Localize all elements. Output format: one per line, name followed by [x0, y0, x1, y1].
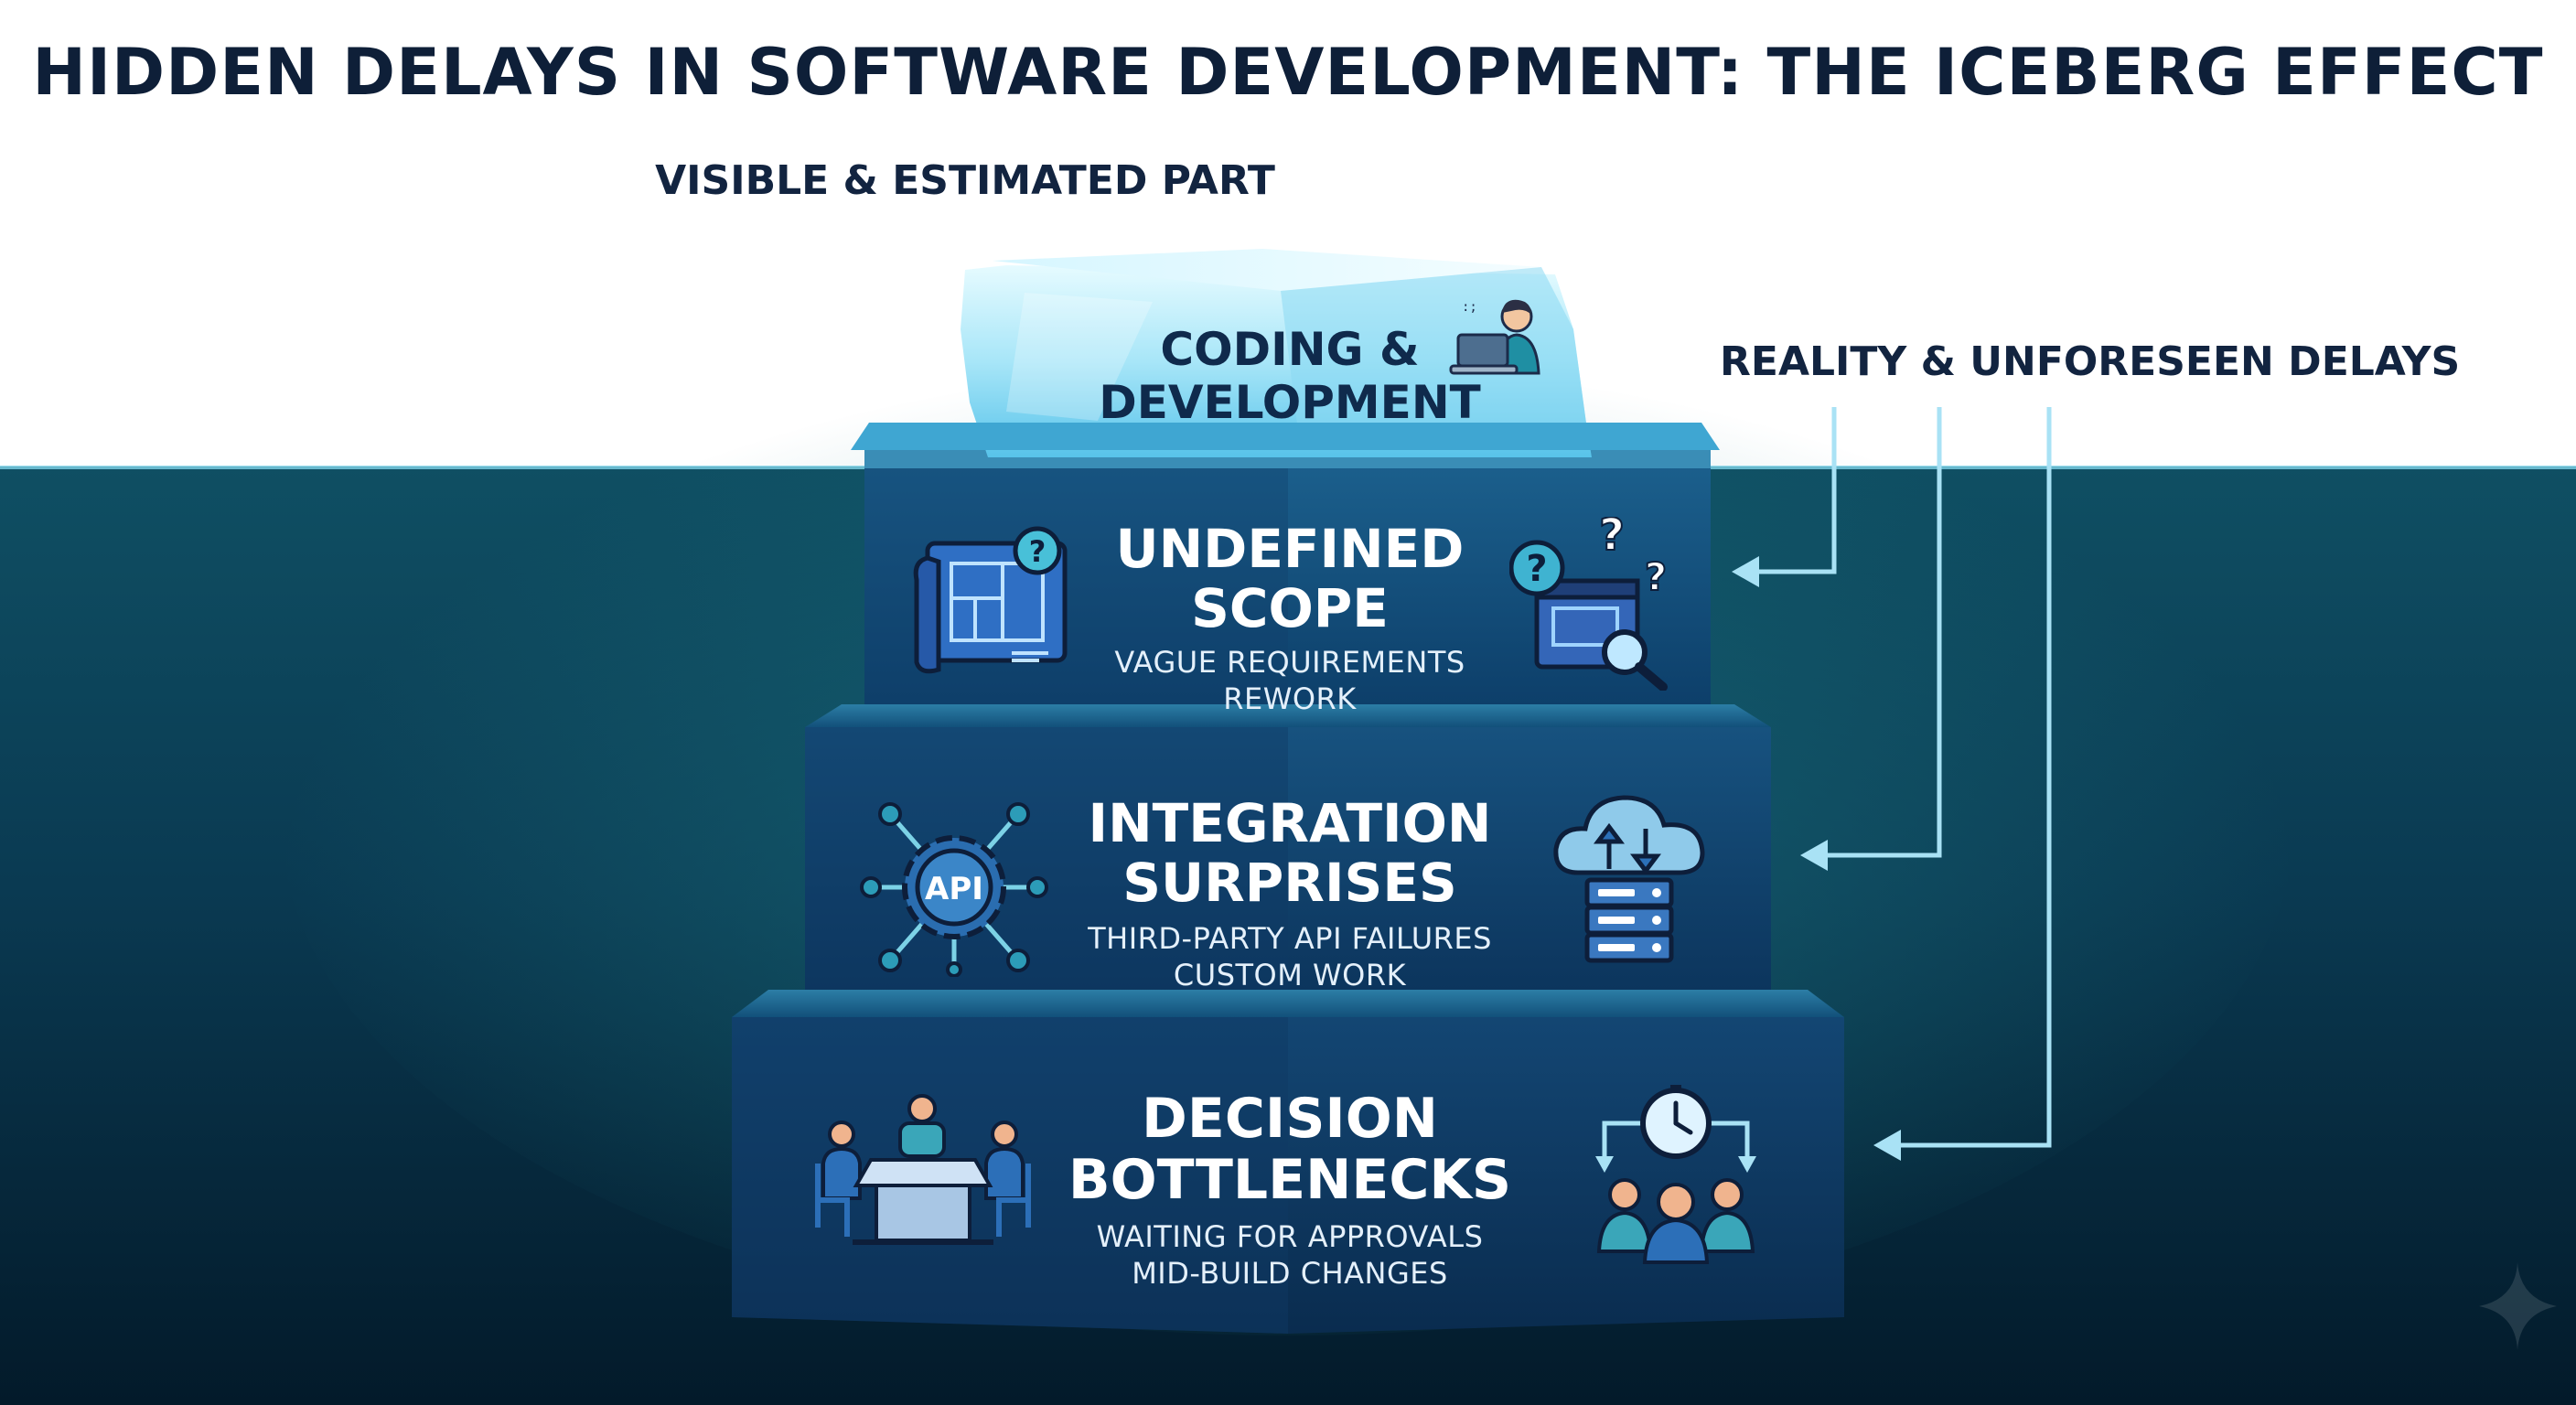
scope-title-line2: SCOPE — [1191, 576, 1389, 639]
blueprint-question-icon: ? — [913, 526, 1068, 674]
reality-label: REALITY & UNFORESEEN DELAYS — [1720, 338, 2461, 385]
decision-text: DECISION BOTTLENECKS WAITING FOR APPROVA… — [1006, 1087, 1573, 1292]
scope-sub-line2: REWORK — [1223, 681, 1357, 716]
scope-title-line1: UNDEFINED — [1115, 518, 1465, 580]
watermark-star — [2479, 1262, 2557, 1350]
tip-title: CODING & DEVELOPMENT — [1034, 323, 1546, 429]
cloud-server-icon — [1553, 795, 1705, 963]
connector-decision — [1889, 407, 2052, 1148]
connector-arrowheads — [1732, 556, 1901, 1161]
decision-sub-line2: MID-BUILD CHANGES — [1132, 1256, 1448, 1292]
clock-team-icon — [1595, 1085, 1756, 1264]
svg-text:?: ? — [1029, 534, 1046, 569]
decision-sub-line1: WAITING FOR APPROVALS — [1096, 1219, 1484, 1255]
arrow-scope — [1732, 556, 1759, 587]
scope-text: UNDEFINED SCOPE VAGUE REQUIREMENTS REWOR… — [1043, 520, 1537, 717]
connector-scope — [1747, 407, 1837, 574]
decision-title-line1: DECISION — [1142, 1087, 1438, 1151]
search-questions-icon: ? ? ? — [1509, 517, 1668, 691]
integration-sub-line2: CUSTOM WORK — [1173, 957, 1407, 992]
integration-title-line1: INTEGRATION — [1088, 792, 1492, 854]
meeting-table-icon — [815, 1094, 1031, 1245]
layer-decision-block — [732, 990, 1844, 1334]
arrow-decision — [1873, 1130, 1901, 1161]
svg-text::;: :; — [1462, 300, 1477, 315]
arrow-integration — [1800, 840, 1828, 871]
developer-laptop-icon: :; — [1449, 299, 1540, 375]
svg-text:?: ? — [1526, 548, 1547, 590]
visible-part-label: VISIBLE & ESTIMATED PART — [655, 157, 1275, 204]
integration-text: INTEGRATION SURPRISES THIRD-PARTY API FA… — [1006, 794, 1573, 993]
decision-title-line2: BOTTLENECKS — [1068, 1148, 1512, 1213]
api-label: API — [925, 871, 983, 907]
tip-title-line2: DEVELOPMENT — [1099, 375, 1481, 429]
integration-title-line2: SURPRISES — [1122, 851, 1457, 914]
integration-sub-line1: THIRD-PARTY API FAILURES — [1088, 920, 1492, 956]
page-title: HIDDEN DELAYS IN SOFTWARE DEVELOPMENT: T… — [32, 35, 2544, 110]
tip-title-line1: CODING & — [1160, 323, 1420, 376]
layer-scope-block — [864, 446, 1711, 704]
connector-integration — [1816, 407, 1942, 858]
connector-lines — [1747, 407, 2052, 1148]
svg-text:?: ? — [1599, 517, 1625, 561]
scope-sub-line1: VAGUE REQUIREMENTS — [1114, 644, 1465, 680]
api-gear-icon: API — [860, 802, 1048, 977]
svg-text:?: ? — [1645, 554, 1667, 599]
